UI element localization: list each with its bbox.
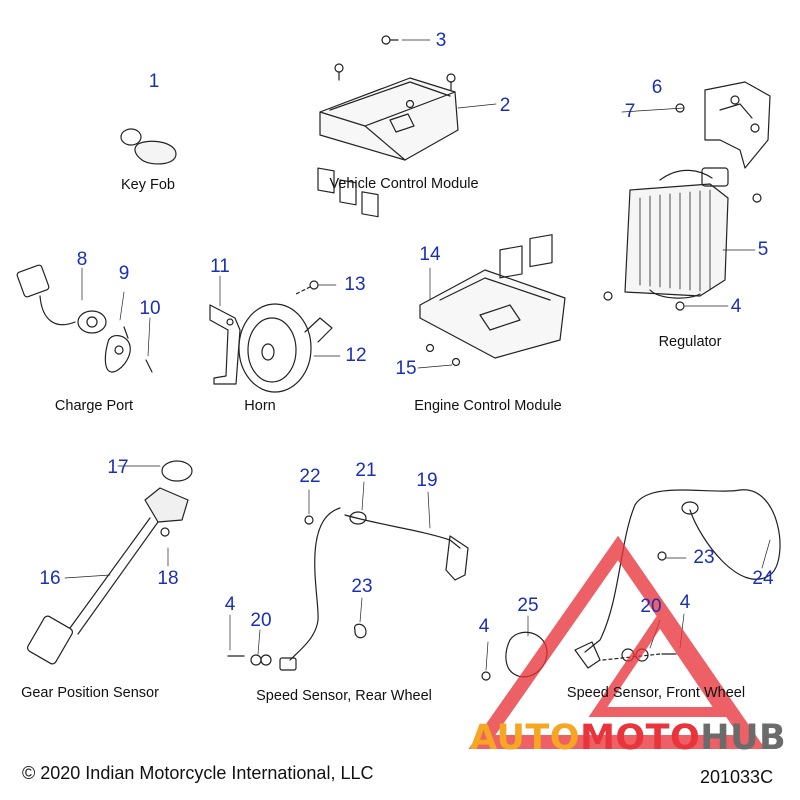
callout-14[interactable]: 14 bbox=[419, 244, 441, 265]
callout-7[interactable]: 7 bbox=[624, 101, 636, 122]
drawing-id: 201033C bbox=[700, 767, 774, 787]
ecm-drawing bbox=[417, 234, 566, 369]
callout-15[interactable]: 15 bbox=[395, 358, 417, 379]
callout-1[interactable]: 1 bbox=[148, 71, 160, 92]
callout-4-rear[interactable]: 4 bbox=[224, 594, 236, 615]
caption-vehicle-control-module: Vehicle Control Module bbox=[329, 176, 479, 192]
callout-5[interactable]: 5 bbox=[757, 239, 769, 260]
caption-horn: Horn bbox=[244, 398, 276, 414]
callout-4-front-right[interactable]: 4 bbox=[679, 592, 691, 613]
key-fob-drawing bbox=[120, 128, 177, 165]
caption-regulator: Regulator bbox=[658, 334, 722, 350]
callout-9[interactable]: 9 bbox=[118, 263, 130, 284]
callout-17[interactable]: 17 bbox=[107, 457, 129, 478]
caption-gear-position-sensor: Gear Position Sensor bbox=[21, 685, 159, 701]
callout-23-rear[interactable]: 23 bbox=[351, 576, 373, 597]
horn-drawing bbox=[209, 275, 341, 393]
callout-8[interactable]: 8 bbox=[76, 249, 88, 270]
callout-2[interactable]: 2 bbox=[499, 95, 511, 116]
callout-18[interactable]: 18 bbox=[157, 568, 179, 589]
callout-25[interactable]: 25 bbox=[517, 595, 539, 616]
caption-key-fob: Key Fob bbox=[121, 177, 175, 193]
callout-11[interactable]: 11 bbox=[210, 256, 230, 277]
callout-6[interactable]: 6 bbox=[651, 77, 663, 98]
vcm-drawing bbox=[317, 35, 497, 218]
callout-13[interactable]: 13 bbox=[344, 274, 366, 295]
charge-port-drawing bbox=[16, 264, 153, 373]
watermark-text: AUTOMOTOHUB bbox=[470, 718, 786, 758]
caption-engine-control-module: Engine Control Module bbox=[414, 398, 562, 414]
watermark-moto: MOTO bbox=[580, 718, 701, 758]
watermark-triangle bbox=[468, 535, 766, 749]
front-speed-sensor-drawing bbox=[481, 489, 781, 681]
callout-24[interactable]: 24 bbox=[752, 568, 774, 589]
caption-speed-sensor-front: Speed Sensor, Front Wheel bbox=[566, 685, 746, 701]
caption-charge-port: Charge Port bbox=[54, 398, 134, 414]
watermark-hub: HUB bbox=[700, 718, 787, 758]
callout-21[interactable]: 21 bbox=[355, 460, 377, 481]
copyright-text: © 2020 Indian Motorcycle International, … bbox=[22, 763, 374, 783]
callout-4-front-left[interactable]: 4 bbox=[478, 616, 490, 637]
callout-20-rear[interactable]: 20 bbox=[250, 610, 272, 631]
callout-12[interactable]: 12 bbox=[345, 345, 367, 366]
rear-speed-sensor-drawing bbox=[227, 481, 469, 671]
callout-16[interactable]: 16 bbox=[39, 568, 61, 589]
callout-20-front[interactable]: 20 bbox=[640, 596, 662, 617]
watermark-auto: AUTO bbox=[470, 718, 581, 758]
callout-3[interactable]: 3 bbox=[435, 30, 447, 51]
callout-10[interactable]: 10 bbox=[139, 298, 161, 319]
gear-sensor-drawing bbox=[27, 460, 193, 665]
regulator-drawing bbox=[603, 81, 771, 311]
callout-19[interactable]: 19 bbox=[416, 470, 438, 491]
callout-22[interactable]: 22 bbox=[299, 466, 321, 487]
callout-23-front[interactable]: 23 bbox=[693, 547, 715, 568]
caption-speed-sensor-rear: Speed Sensor, Rear Wheel bbox=[256, 688, 432, 704]
callout-4[interactable]: 4 bbox=[730, 296, 742, 317]
